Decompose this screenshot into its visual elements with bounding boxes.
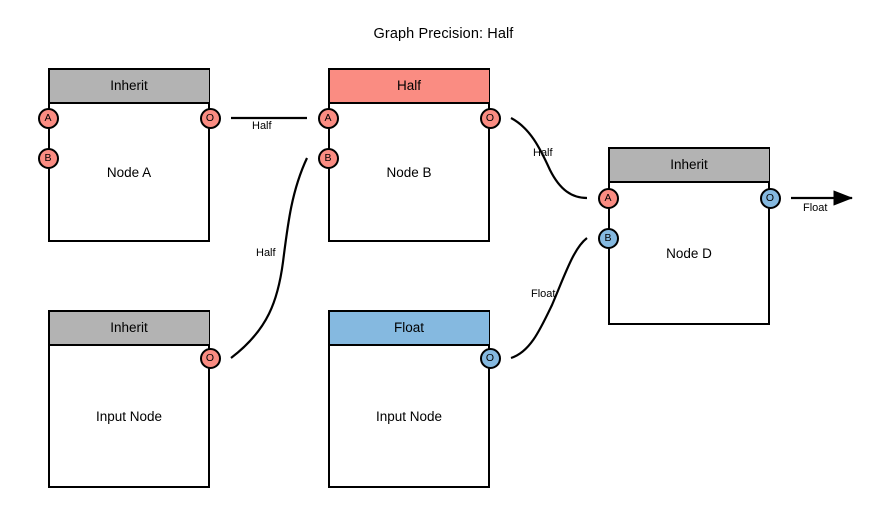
port-b-out-o[interactable]: O: [479, 107, 501, 129]
node-label-input-node-mid: Input Node: [375, 409, 443, 424]
port-d-in-a[interactable]: A: [597, 187, 619, 209]
edge-label-edge-b-to-d: Half: [533, 147, 553, 159]
node-label-node-a: Node A: [106, 165, 152, 180]
node-header-input-node-left: Inherit: [49, 311, 209, 346]
port-a-out-o[interactable]: O: [199, 107, 221, 129]
node-label-node-d: Node D: [666, 246, 712, 261]
edge-label-edge-a-to-b: Half: [252, 120, 272, 132]
node-header-node-a: Inherit: [49, 69, 209, 104]
edge-label-edge-d-output: Float: [803, 202, 828, 214]
port-im-out-o[interactable]: O: [479, 347, 501, 369]
page-title: Graph Precision: Half: [373, 26, 514, 42]
node-header-node-d: Inherit: [609, 148, 769, 183]
node-header-node-b: Half: [329, 69, 489, 104]
node-label-node-b: Node B: [386, 165, 432, 180]
port-d-out-o[interactable]: O: [759, 187, 781, 209]
port-il-out-o[interactable]: O: [199, 347, 221, 369]
edge-label-edge-inputmid-to-d: Float: [531, 288, 556, 300]
port-b-in-a[interactable]: A: [317, 107, 339, 129]
port-a-in-a[interactable]: A: [37, 107, 59, 129]
node-label-input-node-left: Input Node: [95, 409, 163, 424]
node-header-input-node-mid: Float: [329, 311, 489, 346]
edge-label-edge-inputleft-to-b: Half: [256, 247, 276, 259]
port-b-in-b[interactable]: B: [317, 147, 339, 169]
port-d-in-b[interactable]: B: [597, 227, 619, 249]
port-a-in-b[interactable]: B: [37, 147, 59, 169]
